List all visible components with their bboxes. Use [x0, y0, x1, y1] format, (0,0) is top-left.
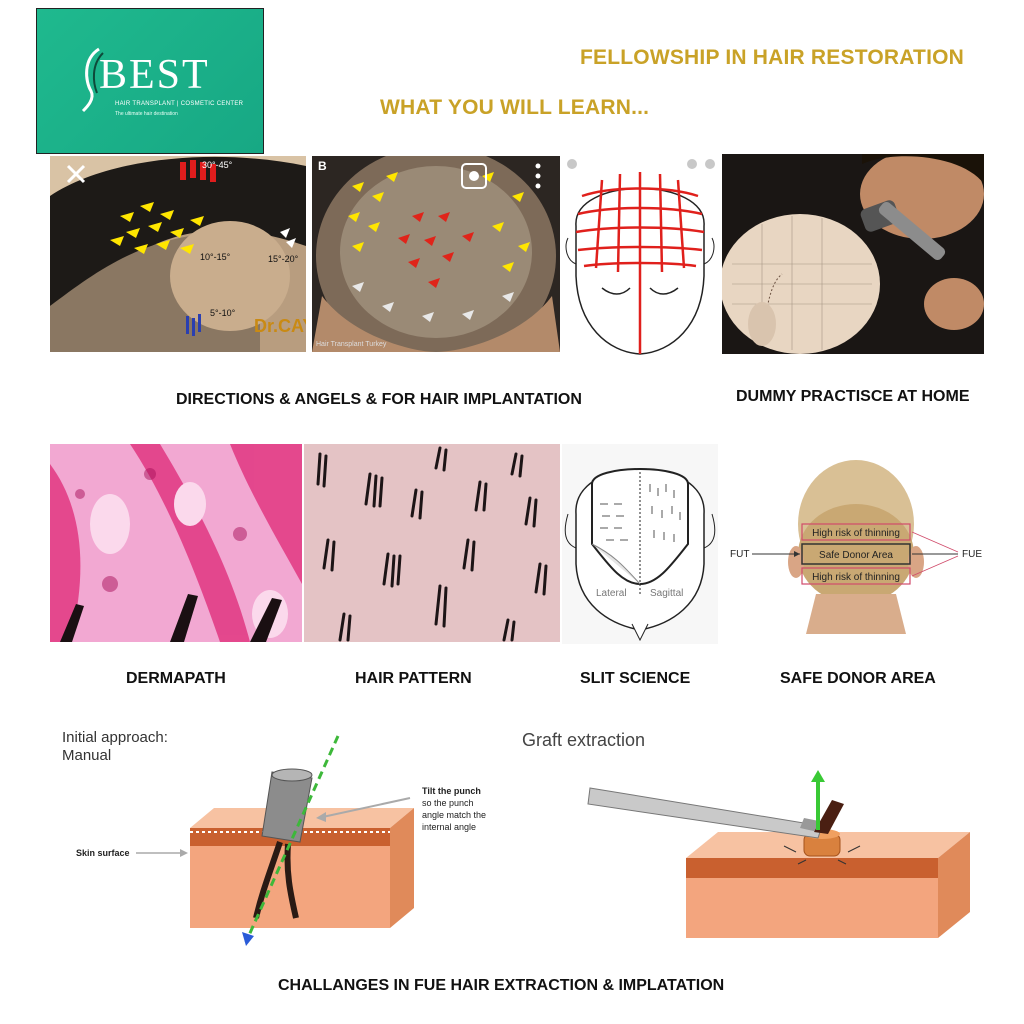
crown-direction-photo: B Hair Transplant Turkey — [312, 156, 560, 352]
tilt-note-line: so the punch — [422, 798, 474, 808]
tilt-note-line: internal angle — [422, 822, 476, 832]
dermapath-label: DERMAPATH — [126, 670, 226, 687]
hair-direction-photo: 30°-45° 10°-15° 15°-20° 5°-10° Dr.CAYMAZ — [50, 156, 306, 352]
hair-pattern-photo — [304, 444, 560, 642]
high-risk-bottom-label: High risk of thinning — [812, 572, 900, 583]
watermark-sub: Hair Transplant Turkey — [316, 341, 387, 348]
dermapath-photo — [50, 444, 302, 642]
row3-label: CHALLANGES IN FUE HAIR EXTRACTION & IMPL… — [278, 977, 725, 994]
brand-subline: The ultimate hair destination — [115, 111, 178, 117]
lens-icon[interactable] — [461, 163, 487, 189]
angle-label: 30°-45° — [202, 160, 233, 170]
more-options-icon[interactable] — [535, 163, 541, 189]
tilt-note-line: angle match the — [422, 810, 486, 820]
row1-label-right: DUMMY PRACTISCE AT HOME — [736, 388, 970, 405]
angle-label: 10°-15° — [200, 252, 231, 262]
dummy-practice-photo — [722, 154, 984, 354]
info-icon[interactable] — [705, 159, 715, 169]
close-icon[interactable] — [567, 159, 577, 169]
sagittal-label: Sagittal — [650, 588, 683, 599]
slit-science-label: SLIT SCIENCE — [580, 670, 691, 687]
slit-science-diagram: Lateral Sagittal — [562, 444, 718, 644]
page-subtitle: WHAT YOU WILL LEARN... — [380, 96, 650, 119]
graft-extraction-diagram: Graft extraction — [514, 722, 984, 948]
fue-label: FUE — [962, 549, 982, 560]
lateral-label: Lateral — [596, 588, 627, 599]
brand-tagline: HAIR TRANSPLANT | COSMETIC CENTER — [115, 101, 244, 107]
grid-head-diagram — [562, 156, 718, 356]
manual-subtitle: Manual — [62, 747, 111, 764]
row1-label-left: DIRECTIONS & ANGELS & FOR HAIR IMPLANTAT… — [176, 391, 582, 408]
safe-donor-label: Safe Donor Area — [819, 550, 893, 561]
safe-donor-diagram: High risk of thinning Safe Donor Area Hi… — [722, 444, 984, 644]
hair-pattern-label: HAIR PATTERN — [355, 670, 472, 687]
tilt-note-line: Tilt the punch — [422, 786, 481, 796]
safe-donor-area-label: SAFE DONOR AREA — [780, 670, 936, 687]
graft-extraction-title: Graft extraction — [522, 730, 645, 750]
fut-label: FUT — [730, 549, 749, 560]
panel-letter: B — [318, 159, 327, 173]
brand-name: BEST — [99, 52, 210, 98]
punch-angle-diagram: Initial approach: Manual Skin surface Ti… — [50, 722, 512, 948]
angle-label: 5°-10° — [210, 308, 236, 318]
watermark-text: Dr.CAYMAZ — [254, 316, 306, 336]
close-icon[interactable] — [66, 164, 86, 184]
page-title: FELLOWSHIP IN HAIR RESTORATION — [580, 46, 965, 69]
skin-surface-label: Skin surface — [76, 848, 130, 858]
refresh-icon[interactable] — [687, 159, 697, 169]
brand-logo: BEST HAIR TRANSPLANT | COSMETIC CENTER T… — [36, 8, 264, 154]
initial-approach-title: Initial approach: — [62, 729, 168, 746]
angle-label: 15°-20° — [268, 254, 299, 264]
hair-silhouette-icon — [81, 47, 104, 113]
high-risk-top-label: High risk of thinning — [812, 528, 900, 539]
